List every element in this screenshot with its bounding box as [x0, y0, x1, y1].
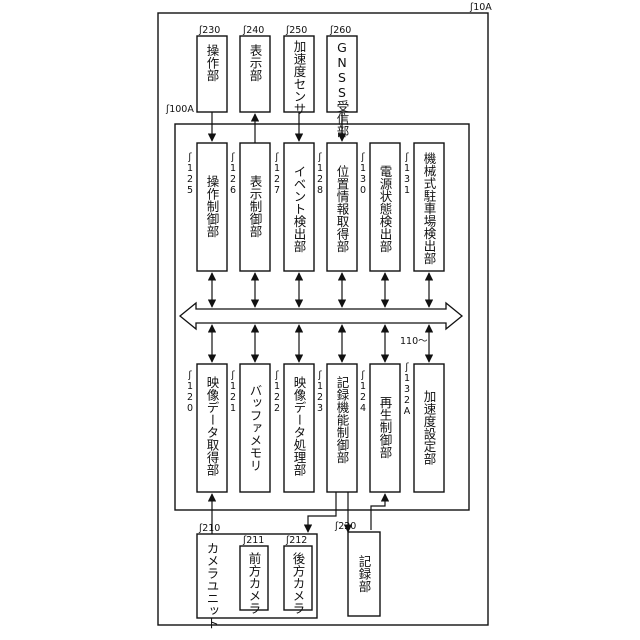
upper-blocks: 操作制御部 表示制御部 イベント検出部 位置情報取得部 電源状態検出部 機械式駐… — [185, 143, 445, 271]
accel-sensor-label: 加速度センサ — [292, 40, 307, 115]
playback-control-label: 再生制御部 — [378, 396, 393, 459]
link-220-124 — [371, 494, 385, 530]
accel-setting-ref: ʃ132A — [402, 362, 413, 417]
power-state-ref: ʃ130 — [358, 152, 369, 196]
event-detection-ref: ʃ127 — [272, 152, 283, 196]
playback-control-ref: ʃ124 — [358, 370, 369, 414]
rear-camera-ref: ʃ212 — [285, 535, 307, 546]
lower-blocks: 映像データ取得部 バッファメモリ 映像データ処理部 記録機能制御部 再生制御部 … — [185, 362, 445, 492]
rear-camera-label: 後方カメラ — [291, 552, 306, 615]
control-ref: ʃ100A — [165, 104, 194, 115]
power-state-label: 電源状態検出部 — [378, 165, 393, 253]
event-detection-label: イベント検出部 — [292, 165, 307, 253]
video-acquisition-ref: ʃ120 — [185, 370, 196, 414]
accel-sensor-ref: ʃ250 — [285, 25, 307, 36]
buffer-memory-label: バッファメモリ — [248, 384, 263, 472]
system-bus — [180, 303, 462, 329]
video-acquisition-label: 映像データ取得部 — [205, 376, 220, 476]
camera-unit-ref: ʃ210 — [198, 523, 220, 534]
video-processing-ref: ʃ122 — [272, 370, 283, 414]
bus-ref: 110〜 — [400, 336, 428, 347]
camera-unit-label: カメラユニット — [205, 542, 220, 630]
operation-control-label: 操作制御部 — [205, 174, 220, 238]
recording-control-ref: ʃ123 — [315, 370, 326, 414]
front-camera-label: 前方カメラ — [247, 551, 262, 615]
link-123-210 — [308, 492, 336, 532]
device-ref: ʃ10A — [469, 2, 492, 13]
video-processing-label: 映像データ処理部 — [292, 376, 307, 476]
display-unit-ref: ʃ240 — [242, 25, 264, 36]
upper-bus-links — [212, 273, 429, 307]
position-info-ref: ʃ128 — [315, 152, 326, 196]
display-control-ref: ʃ126 — [228, 152, 239, 196]
gnss-receiver-ref: ʃ260 — [329, 25, 351, 36]
display-unit-label: 表示部 — [248, 44, 263, 82]
mech-parking-label: 機械式駐車場検出部 — [422, 151, 437, 265]
recording-control-label: 記録機能制御部 — [335, 375, 350, 464]
buffer-memory-ref: ʃ121 — [228, 370, 239, 414]
front-camera-ref: ʃ211 — [242, 535, 264, 546]
recorder-label: 記録部 — [357, 554, 372, 593]
operation-unit-label: 操作部 — [205, 43, 220, 82]
position-info-label: 位置情報取得部 — [335, 164, 350, 253]
display-control-label: 表示制御部 — [248, 175, 263, 238]
accel-setting-label: 加速度設定部 — [422, 390, 437, 465]
operation-unit-ref: ʃ230 — [198, 25, 220, 36]
mech-parking-ref: ʃ131 — [402, 152, 413, 196]
top-external-blocks: 操作部 表示部 加速度センサ GNSS受信部 ʃ230 ʃ240 ʃ250 ʃ2… — [197, 25, 357, 138]
operation-control-ref: ʃ125 — [185, 152, 196, 196]
lower-bus-links — [212, 325, 429, 362]
recorder-ref: ʃ220 — [334, 521, 356, 532]
